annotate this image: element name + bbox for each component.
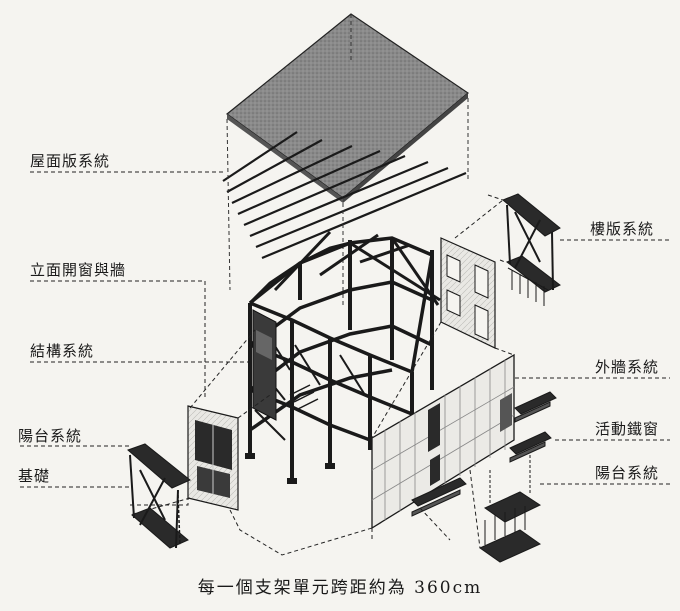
- roof-projection-lines: [226, 14, 469, 305]
- upper-right-balcony: [502, 193, 561, 306]
- label-roof-panel-system: 屋面版系統: [30, 152, 111, 170]
- movable-iron-windows: [411, 391, 557, 517]
- diagram-caption: 每一個支架單元跨距約為 360cm: [197, 578, 483, 598]
- label-structure-system: 結構系統: [30, 342, 95, 360]
- label-foundation: 基礎: [18, 467, 51, 485]
- label-facade-window-wall: 立面開窗與牆: [30, 261, 127, 279]
- lower-right-balcony: [478, 455, 542, 563]
- leader-lines: [20, 171, 670, 556]
- label-balcony-system-right: 陽台系統: [595, 464, 660, 482]
- label-balcony-system-left: 陽台系統: [18, 427, 83, 445]
- exterior-wall: [371, 353, 515, 530]
- label-floor-slab-system: 樓版系統: [590, 220, 655, 238]
- label-movable-iron-window: 活動鐵窗: [595, 420, 660, 438]
- left-balcony: [127, 443, 191, 549]
- left-balcony-wall-panel: [187, 405, 239, 511]
- left-facade-panel: [252, 309, 277, 421]
- label-exterior-wall-system: 外牆系統: [595, 358, 660, 376]
- roof-purlins: [222, 131, 467, 260]
- upper-right-facade-panel: [440, 237, 496, 349]
